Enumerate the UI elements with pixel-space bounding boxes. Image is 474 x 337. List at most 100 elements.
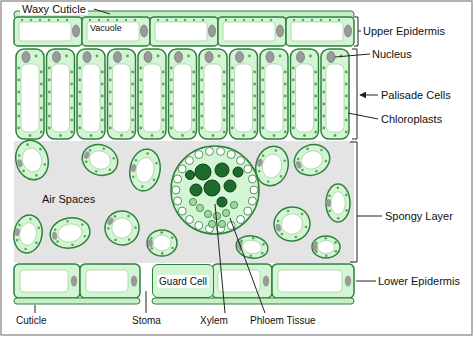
spongy-cell-wall — [127, 147, 164, 194]
chloroplast — [334, 134, 337, 137]
phloem-cell — [189, 198, 196, 205]
spongy-cell-wall — [147, 230, 177, 256]
leader-line — [335, 54, 370, 57]
nucleus — [275, 223, 282, 232]
chloroplast — [277, 219, 280, 222]
leader-line — [94, 9, 110, 14]
epidermis-cell — [80, 264, 140, 298]
sheath-cell — [244, 207, 252, 215]
vacuole — [87, 148, 113, 172]
bracket — [354, 17, 358, 46]
part-label: Lower Epidermis — [378, 275, 460, 287]
vacuole — [134, 156, 156, 184]
sheath-cell — [174, 175, 182, 183]
chloroplast — [56, 240, 59, 243]
vacuole — [20, 270, 68, 292]
nucleus — [16, 159, 23, 168]
chloroplast — [65, 55, 68, 58]
palisade-cell — [230, 49, 258, 139]
chloroplast — [131, 95, 134, 98]
chloroplast — [240, 239, 243, 242]
chloroplast — [284, 83, 287, 86]
chloroplast — [170, 127, 173, 130]
leader-line — [358, 31, 361, 32]
chloroplast — [26, 143, 29, 146]
nucleus — [22, 52, 30, 63]
chloroplast — [48, 67, 51, 70]
chloroplast — [151, 134, 154, 137]
cuticle — [14, 298, 140, 304]
chloroplast — [315, 250, 318, 253]
chloroplast — [261, 19, 263, 21]
chloroplast — [292, 127, 295, 130]
chloroplast — [314, 71, 317, 74]
chloroplast — [315, 241, 318, 244]
leader-line — [215, 204, 225, 313]
chloroplast — [314, 131, 317, 134]
chloroplast — [329, 19, 331, 21]
chloroplast — [22, 169, 25, 172]
chloroplast — [40, 71, 43, 74]
chloroplast — [166, 19, 168, 21]
chloroplast — [127, 214, 131, 218]
leader-arrow — [360, 95, 378, 96]
chloroplast — [17, 127, 20, 130]
chloroplast — [253, 83, 256, 86]
chloroplast — [48, 79, 51, 82]
chloroplast — [284, 95, 287, 98]
chloroplast — [17, 79, 20, 82]
spongy-cell-wall — [48, 215, 93, 251]
chloroplast — [81, 223, 84, 226]
vacuole — [20, 146, 45, 174]
nucleus — [297, 52, 305, 63]
chloroplast — [200, 115, 203, 118]
nucleus — [51, 231, 57, 240]
chloroplast — [200, 67, 203, 70]
chloroplast — [242, 134, 245, 137]
spongy-cell — [147, 230, 177, 256]
chloroplast — [24, 248, 27, 251]
chloroplast — [314, 119, 317, 122]
chloroplast — [253, 71, 256, 74]
chloroplast — [160, 231, 163, 234]
nucleus — [130, 164, 136, 173]
chloroplast — [300, 212, 303, 215]
part-label: Vacuole — [90, 24, 122, 34]
chloroplast — [127, 238, 131, 242]
vacuole — [331, 192, 345, 215]
cell-label: Guard Cell — [157, 275, 209, 288]
chloroplast — [131, 107, 134, 110]
leader-line — [357, 216, 382, 217]
vacuole — [299, 148, 325, 172]
chloroplast — [39, 19, 41, 21]
palisade-cell — [199, 49, 227, 139]
chloroplast — [338, 19, 340, 21]
chloroplast — [306, 147, 309, 150]
spongy-cell-wall — [290, 140, 334, 181]
chloroplast — [29, 217, 32, 220]
chloroplast — [21, 19, 23, 21]
sheath-cell — [217, 147, 225, 155]
chloroplast — [109, 67, 112, 70]
vacuole — [155, 22, 207, 41]
leader-line — [146, 291, 147, 313]
chloroplast — [336, 187, 339, 190]
sheath-cell — [195, 151, 203, 159]
chloroplast — [48, 103, 51, 106]
chloroplast — [17, 115, 20, 118]
chloroplast — [231, 127, 234, 130]
spongy-cell — [11, 137, 52, 184]
part-label: Chloroplasts — [381, 113, 442, 125]
vacuole — [19, 22, 71, 41]
chloroplast — [293, 19, 295, 21]
chloroplast — [155, 162, 158, 165]
chloroplast — [134, 226, 138, 230]
chloroplast — [70, 107, 73, 110]
chloroplast — [292, 91, 295, 94]
chloroplast — [322, 91, 325, 94]
spongy-cell — [270, 203, 314, 245]
sheath-cell — [248, 175, 256, 183]
chloroplast — [139, 79, 142, 82]
chloroplast — [101, 83, 104, 86]
